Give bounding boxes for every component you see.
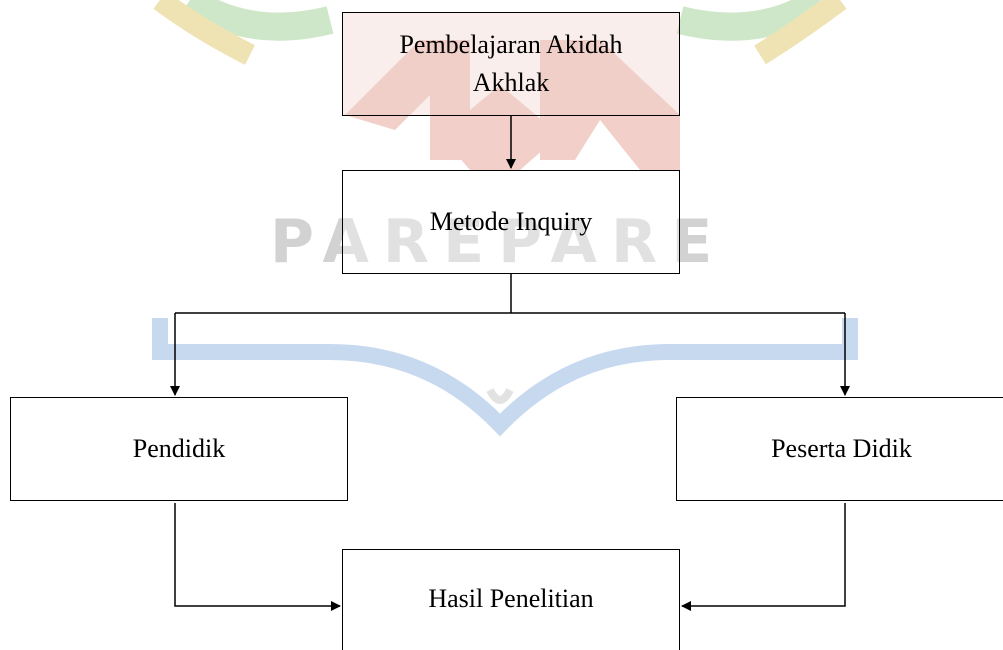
node-pendidik-label: Pendidik — [132, 434, 226, 464]
watermark-red-emblem — [345, 40, 680, 170]
node-peserta-didik: Peserta Didik — [676, 397, 1003, 501]
arrow-pendidik-to-hasil — [174, 503, 341, 611]
node-pendidik: Pendidik — [10, 397, 348, 501]
watermark-yellow-arc-right — [754, 0, 847, 65]
node-metode-inquiry: Metode Inquiry — [342, 170, 680, 274]
node-pembelajaran-akidah-akhlak: Pembelajaran Akidah Akhlak — [342, 12, 680, 116]
watermark-green-arc-left — [182, 0, 334, 41]
node-top-line1: Pembelajaran Akidah — [399, 30, 623, 60]
node-peserta-label: Peserta Didik — [771, 434, 912, 464]
arrow-peserta-to-hasil — [681, 503, 846, 611]
node-hasil-label: Hasil Penelitian — [428, 584, 594, 613]
node-metode-label: Metode Inquiry — [429, 207, 593, 237]
watermark-gray-lower — [486, 388, 514, 404]
node-hasil-penelitian: Hasil Penelitian — [342, 549, 680, 650]
watermark-green-arc-right — [676, 0, 828, 41]
watermark-text: PAREPARE — [270, 207, 726, 277]
node-top-line2: Akhlak — [472, 68, 550, 97]
watermark-yellow-arc-left — [153, 0, 255, 65]
watermark-blue-book — [152, 318, 858, 437]
